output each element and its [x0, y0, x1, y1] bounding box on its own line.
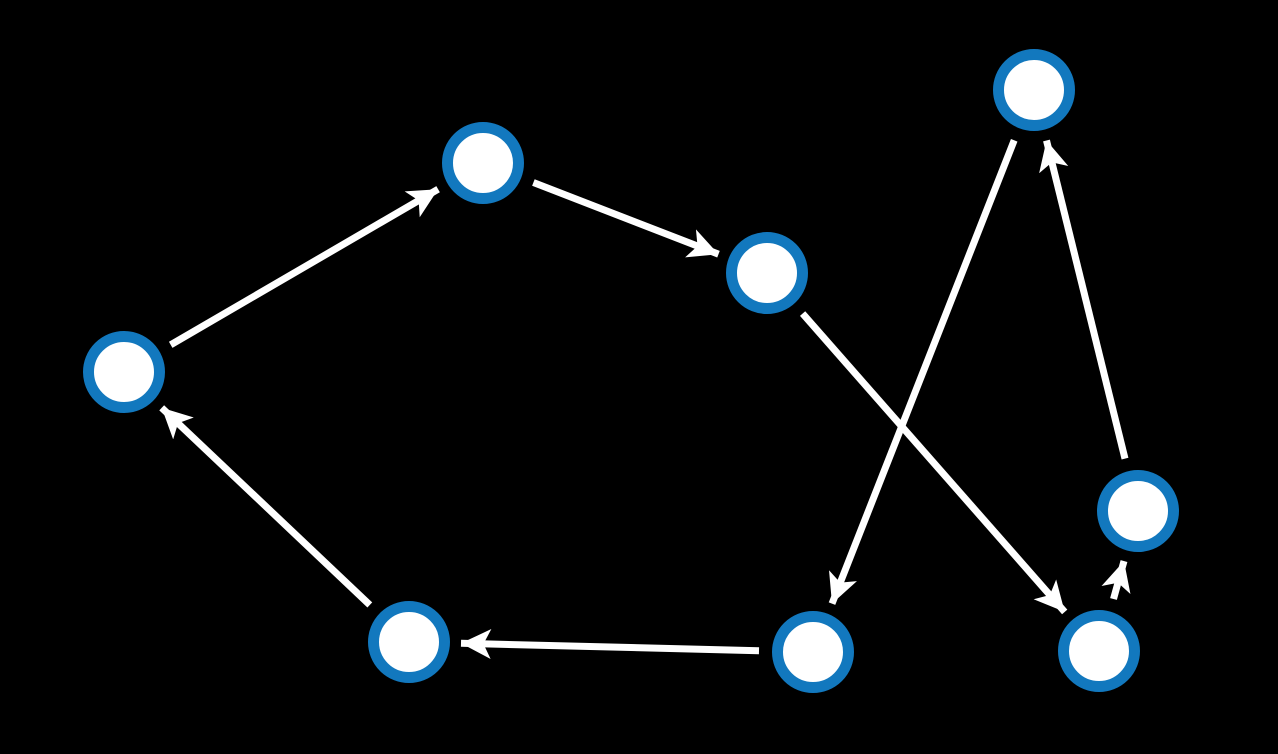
graph-edge-mid-bottom-right	[799, 311, 1068, 615]
graph-node-mid	[726, 232, 808, 314]
graph-node-right	[1097, 470, 1179, 552]
graph-node-bottom-right	[1058, 610, 1140, 692]
graph-edge-top-right-bottom-mid	[828, 139, 1018, 605]
graph-edge-bottom-right-right	[1101, 560, 1131, 600]
graph-node-top-right	[993, 49, 1075, 131]
graph-node-bottom-left	[368, 601, 450, 683]
graph-node-left	[83, 331, 165, 413]
edges-layer	[159, 139, 1131, 660]
graph-edge-bottom-mid-bottom-left	[460, 629, 760, 660]
graph-edge-bottom-left-left	[159, 405, 373, 608]
graph-edge-top-mid-mid	[532, 179, 720, 258]
graph-node-top-mid	[442, 122, 524, 204]
graph-node-bottom-mid	[772, 611, 854, 693]
nodes-layer	[83, 49, 1179, 693]
graph-edge-right-top-right	[1039, 139, 1129, 460]
graph-edge-left-top-mid	[168, 186, 440, 348]
